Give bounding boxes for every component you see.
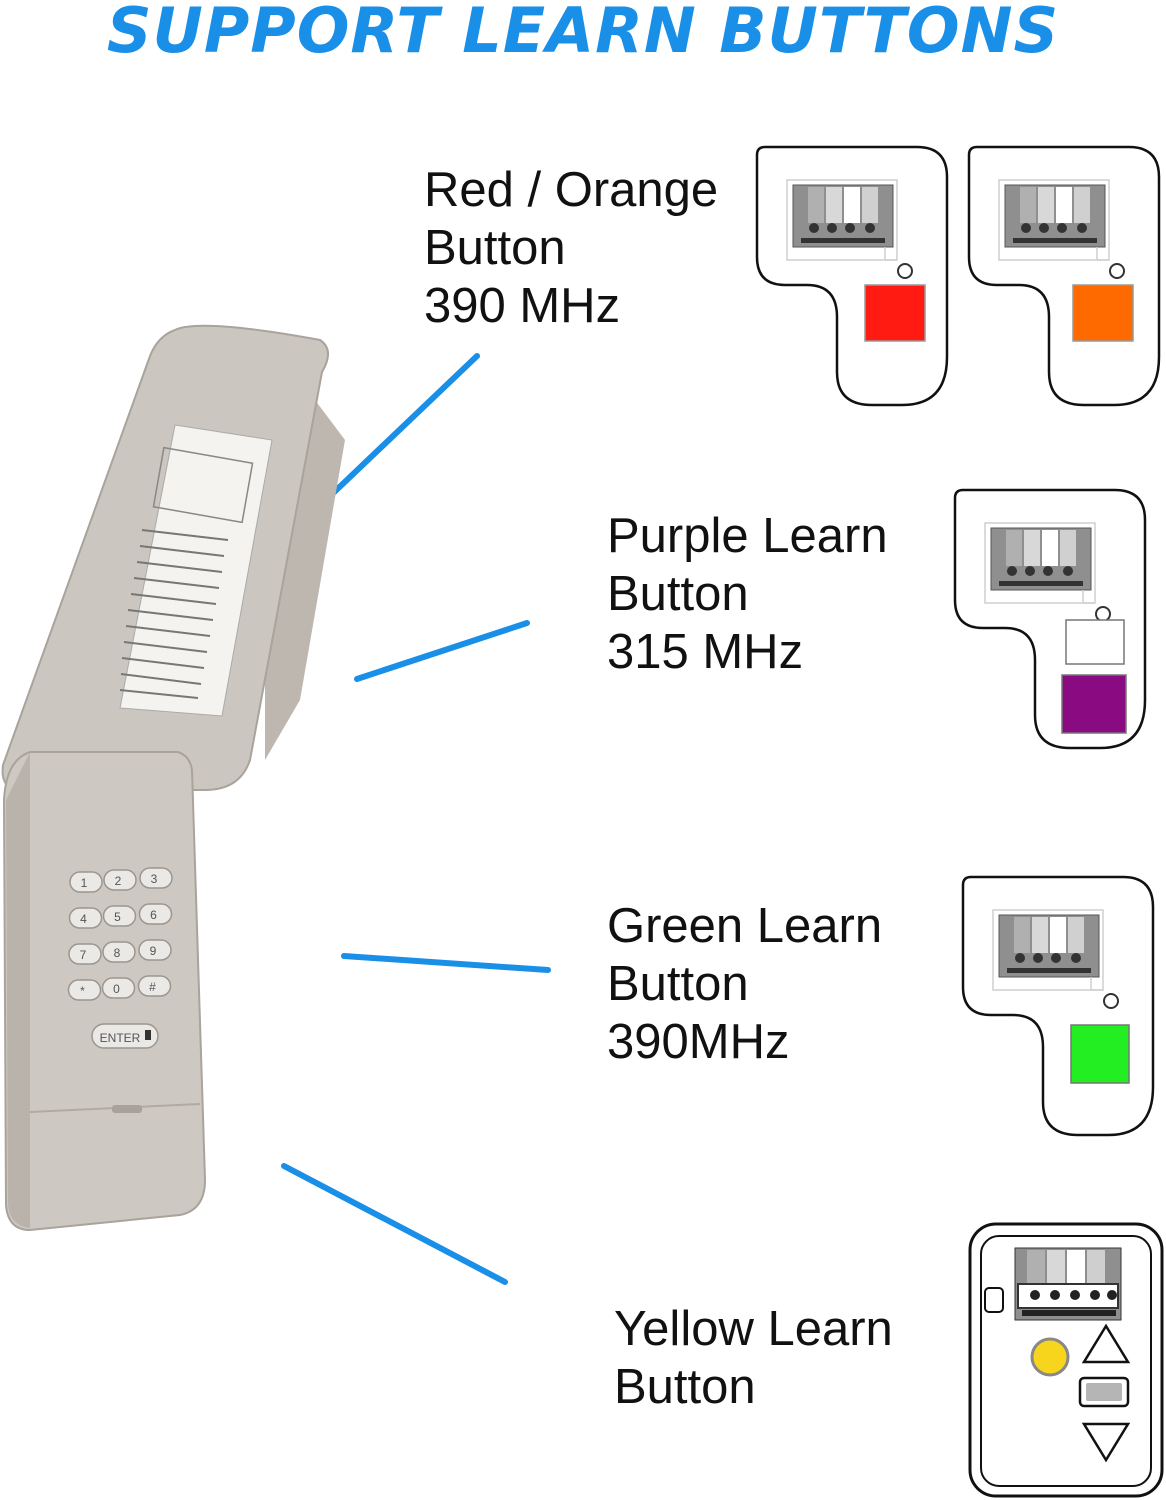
keypad-key-label: 1 xyxy=(81,876,88,890)
leader-line-purple xyxy=(354,620,530,682)
leader-lines xyxy=(281,353,551,1285)
label-line: Button xyxy=(607,567,749,621)
label-purple: Purple Learn Button 315 MHz xyxy=(607,507,888,681)
keypad-key[interactable] xyxy=(137,975,172,997)
label-line: Button xyxy=(424,221,566,275)
orange-learn-panel xyxy=(967,145,1161,407)
leader-line-yellow xyxy=(281,1163,508,1285)
keypad-key[interactable] xyxy=(138,903,173,925)
keypad-key-label: 0 xyxy=(113,982,120,996)
label-line: 390 MHz xyxy=(424,279,621,333)
keypad-key[interactable] xyxy=(68,943,102,965)
keypad-key-label: # xyxy=(149,980,156,994)
orange-learn-button xyxy=(1072,284,1134,342)
purple-learn-panel xyxy=(953,488,1147,750)
green-learn-panel xyxy=(961,875,1155,1137)
page-title: SUPPORT LEARN BUTTONS xyxy=(106,0,1060,67)
keypad-key[interactable] xyxy=(101,977,136,999)
keypad-key-label: 5 xyxy=(114,910,121,924)
leader-line-red-orange xyxy=(325,353,480,501)
keypad-key[interactable] xyxy=(102,905,137,927)
yellow-learn-panel xyxy=(968,1222,1164,1498)
keypad-key-label: 4 xyxy=(80,912,87,926)
keypad-key[interactable] xyxy=(102,941,136,963)
keypad-key[interactable] xyxy=(103,869,137,891)
instruction-card xyxy=(119,424,273,717)
label-line: Green Learn xyxy=(607,899,883,953)
keypad-key[interactable] xyxy=(69,871,103,893)
white-slot xyxy=(1065,619,1125,665)
label-line: Button xyxy=(607,957,749,1011)
label-red-orange: Red / Orange Button 390 MHz xyxy=(424,161,718,335)
keypad-key[interactable] xyxy=(139,867,173,889)
keypad-device: 1 2 3 4 5 6 7 8 9 * 0 # ENTER xyxy=(1,324,345,1232)
enter-key-label: ENTER xyxy=(100,1031,141,1045)
label-green: Green Learn Button 390MHz xyxy=(607,897,882,1071)
up-arrow-icon xyxy=(1081,1323,1131,1364)
green-learn-button xyxy=(1070,1024,1130,1084)
keypad-key-label: * xyxy=(80,984,85,998)
keypad-key[interactable] xyxy=(138,939,172,961)
keypad-key-label: 6 xyxy=(150,908,157,922)
instruction-card-text xyxy=(119,529,229,699)
leader-line-green xyxy=(341,953,551,973)
keypad-key-label: 2 xyxy=(115,874,122,888)
keypad-key-label: 7 xyxy=(80,948,87,962)
label-line: Red / Orange xyxy=(424,163,719,217)
keypad-keys: 1 2 3 4 5 6 7 8 9 * 0 # xyxy=(67,867,173,1001)
yellow-learn-button xyxy=(1030,1337,1070,1377)
keypad-key-label: 9 xyxy=(150,944,157,958)
label-line: 390MHz xyxy=(607,1015,790,1069)
enter-key xyxy=(91,1023,159,1049)
red-learn-button xyxy=(864,284,926,342)
keypad-key-label: 8 xyxy=(114,946,121,960)
keypad-key-label: 3 xyxy=(151,872,158,886)
label-line: Yellow Learn xyxy=(614,1302,893,1356)
label-line: 315 MHz xyxy=(607,625,804,679)
purple-learn-button xyxy=(1061,674,1127,734)
label-line: Purple Learn xyxy=(607,509,888,563)
keypad-key[interactable] xyxy=(68,907,103,929)
red-learn-panel xyxy=(755,145,949,407)
keypad-key[interactable] xyxy=(67,979,102,1001)
label-yellow: Yellow Learn Button xyxy=(614,1300,893,1416)
down-arrow-icon xyxy=(1081,1422,1131,1463)
label-line: Button xyxy=(614,1360,756,1414)
